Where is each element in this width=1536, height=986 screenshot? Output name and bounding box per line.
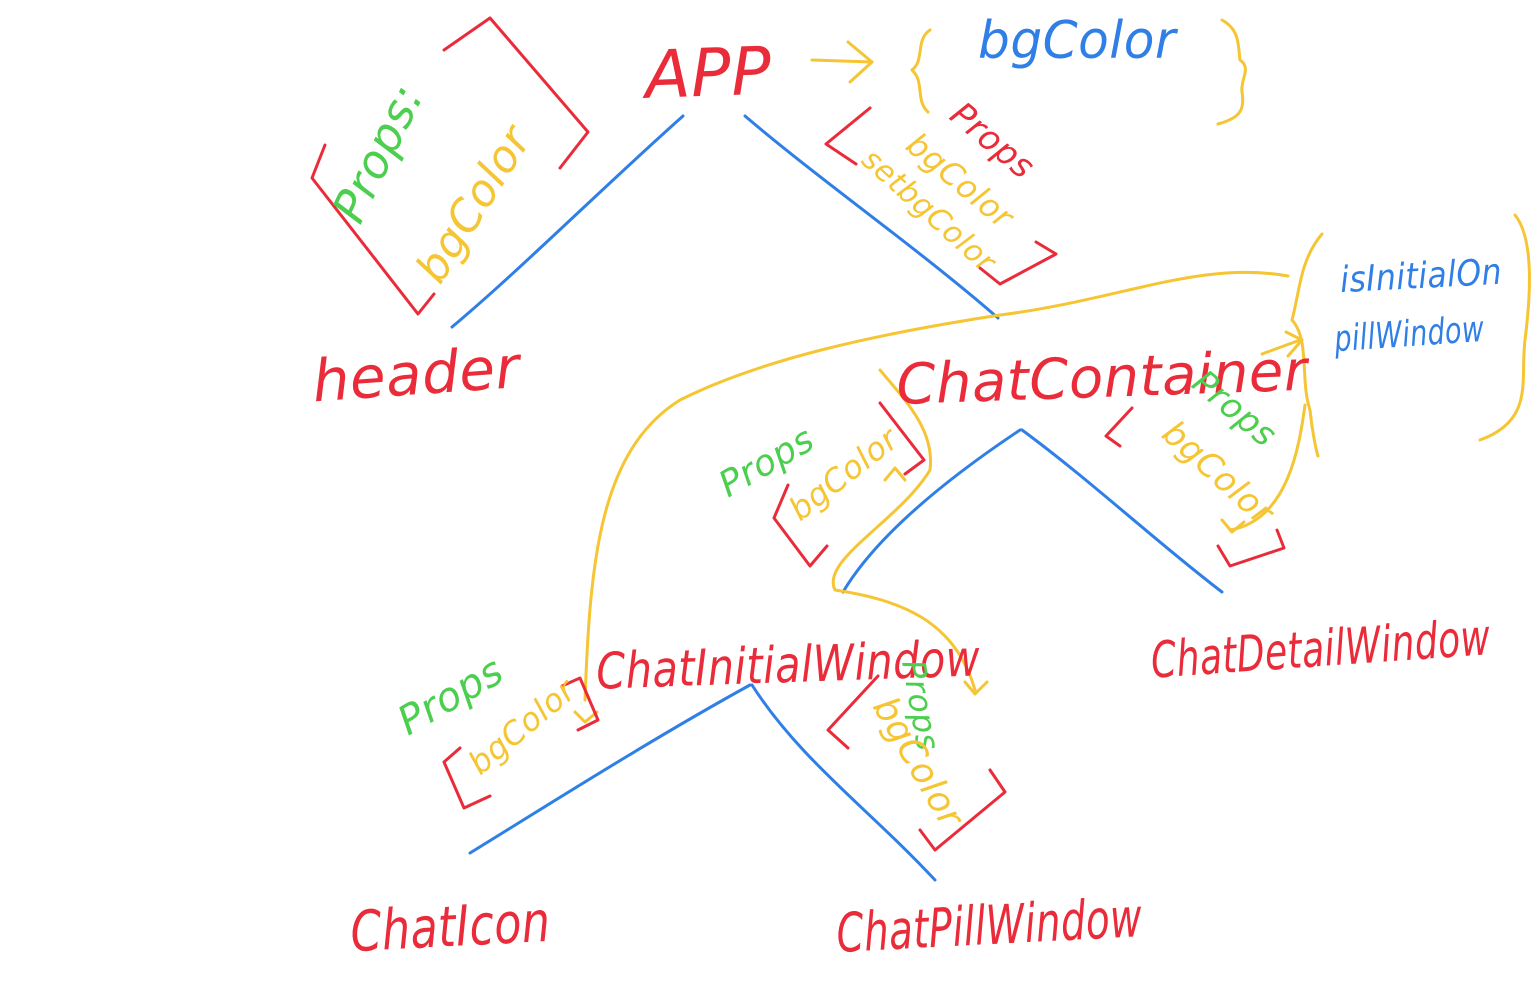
state-app-bgcolor: bgColor [978,11,1179,71]
edge-chatcontainer-chatinitialwindow [841,428,1022,594]
flow-curve-to-chaticon [583,270,1290,702]
node-chat-container: ChatContainer [895,339,1311,418]
state-chatcontainer-isinitialon: isInitialOn [1339,252,1503,301]
curly-brace-icon [1216,18,1247,126]
edge-app-chatcontainer [743,114,1000,320]
callback-flow-curves [573,270,1307,724]
node-header: header [310,333,524,415]
prop-brackets [310,16,1286,852]
state-annotations [810,18,1531,458]
bracket-chatinitial-props-end [772,483,829,568]
bracket-chatpill-props [826,674,880,750]
curly-brace-icon [1478,213,1531,442]
edge-chatcontainer-chatdetailwindow [1020,428,1224,594]
edge-chatinitialwindow-chatpillwindow [750,683,937,882]
bracket-chatdetail-props [1104,406,1134,448]
node-chat-pill-window: ChatPillWindow [835,886,1144,965]
node-chat-initial-window: ChatInitialWindow [595,629,981,700]
edge-chatinitialwindow-chaticon [468,683,752,855]
arrow-head-chaticon [573,710,599,724]
props-annotations: Props: bgColor Props bgColor setbgColor … [321,76,1284,836]
component-nodes: APP header ChatContainer ChatInitialWind… [310,33,1492,966]
tree-edges [450,114,1224,882]
bracket-chaticon-props [442,746,492,810]
bracket-header-props-top [442,16,590,170]
state-chatcontainer-pillwindow: pillWindow [1332,309,1485,360]
node-chat-detail-window: ChatDetailWindow [1149,608,1492,690]
state-labels: bgColor isInitialOn pillWindow [978,11,1503,360]
bracket-chatdetail-props-end [1216,528,1286,568]
arrow-right-icon [810,40,874,84]
curly-brace-icon [1290,232,1324,458]
edge-app-header [450,114,685,329]
node-app: APP [640,33,773,114]
curly-brace-icon [910,28,932,114]
flow-curve-detail [1228,403,1307,532]
bracket-chatinitial-props [878,401,926,476]
flow-curve-to-chatpillwindow [831,368,977,692]
node-chat-icon: ChatIcon [349,890,552,965]
bracket-chatpill-props-end [918,768,1007,852]
bracket-chaticon-props-end [560,676,600,732]
bracket-header-props-bottom [310,143,436,316]
arrow-head-chatinitial [883,466,907,482]
bracket-chatcontainer-props [824,106,872,166]
arrow-head-chatpillwindow [963,680,989,696]
bracket-chatcontainer-props-end [978,240,1058,286]
arrow-head-detail [1220,518,1246,534]
props-label-header: Props: [321,76,434,231]
